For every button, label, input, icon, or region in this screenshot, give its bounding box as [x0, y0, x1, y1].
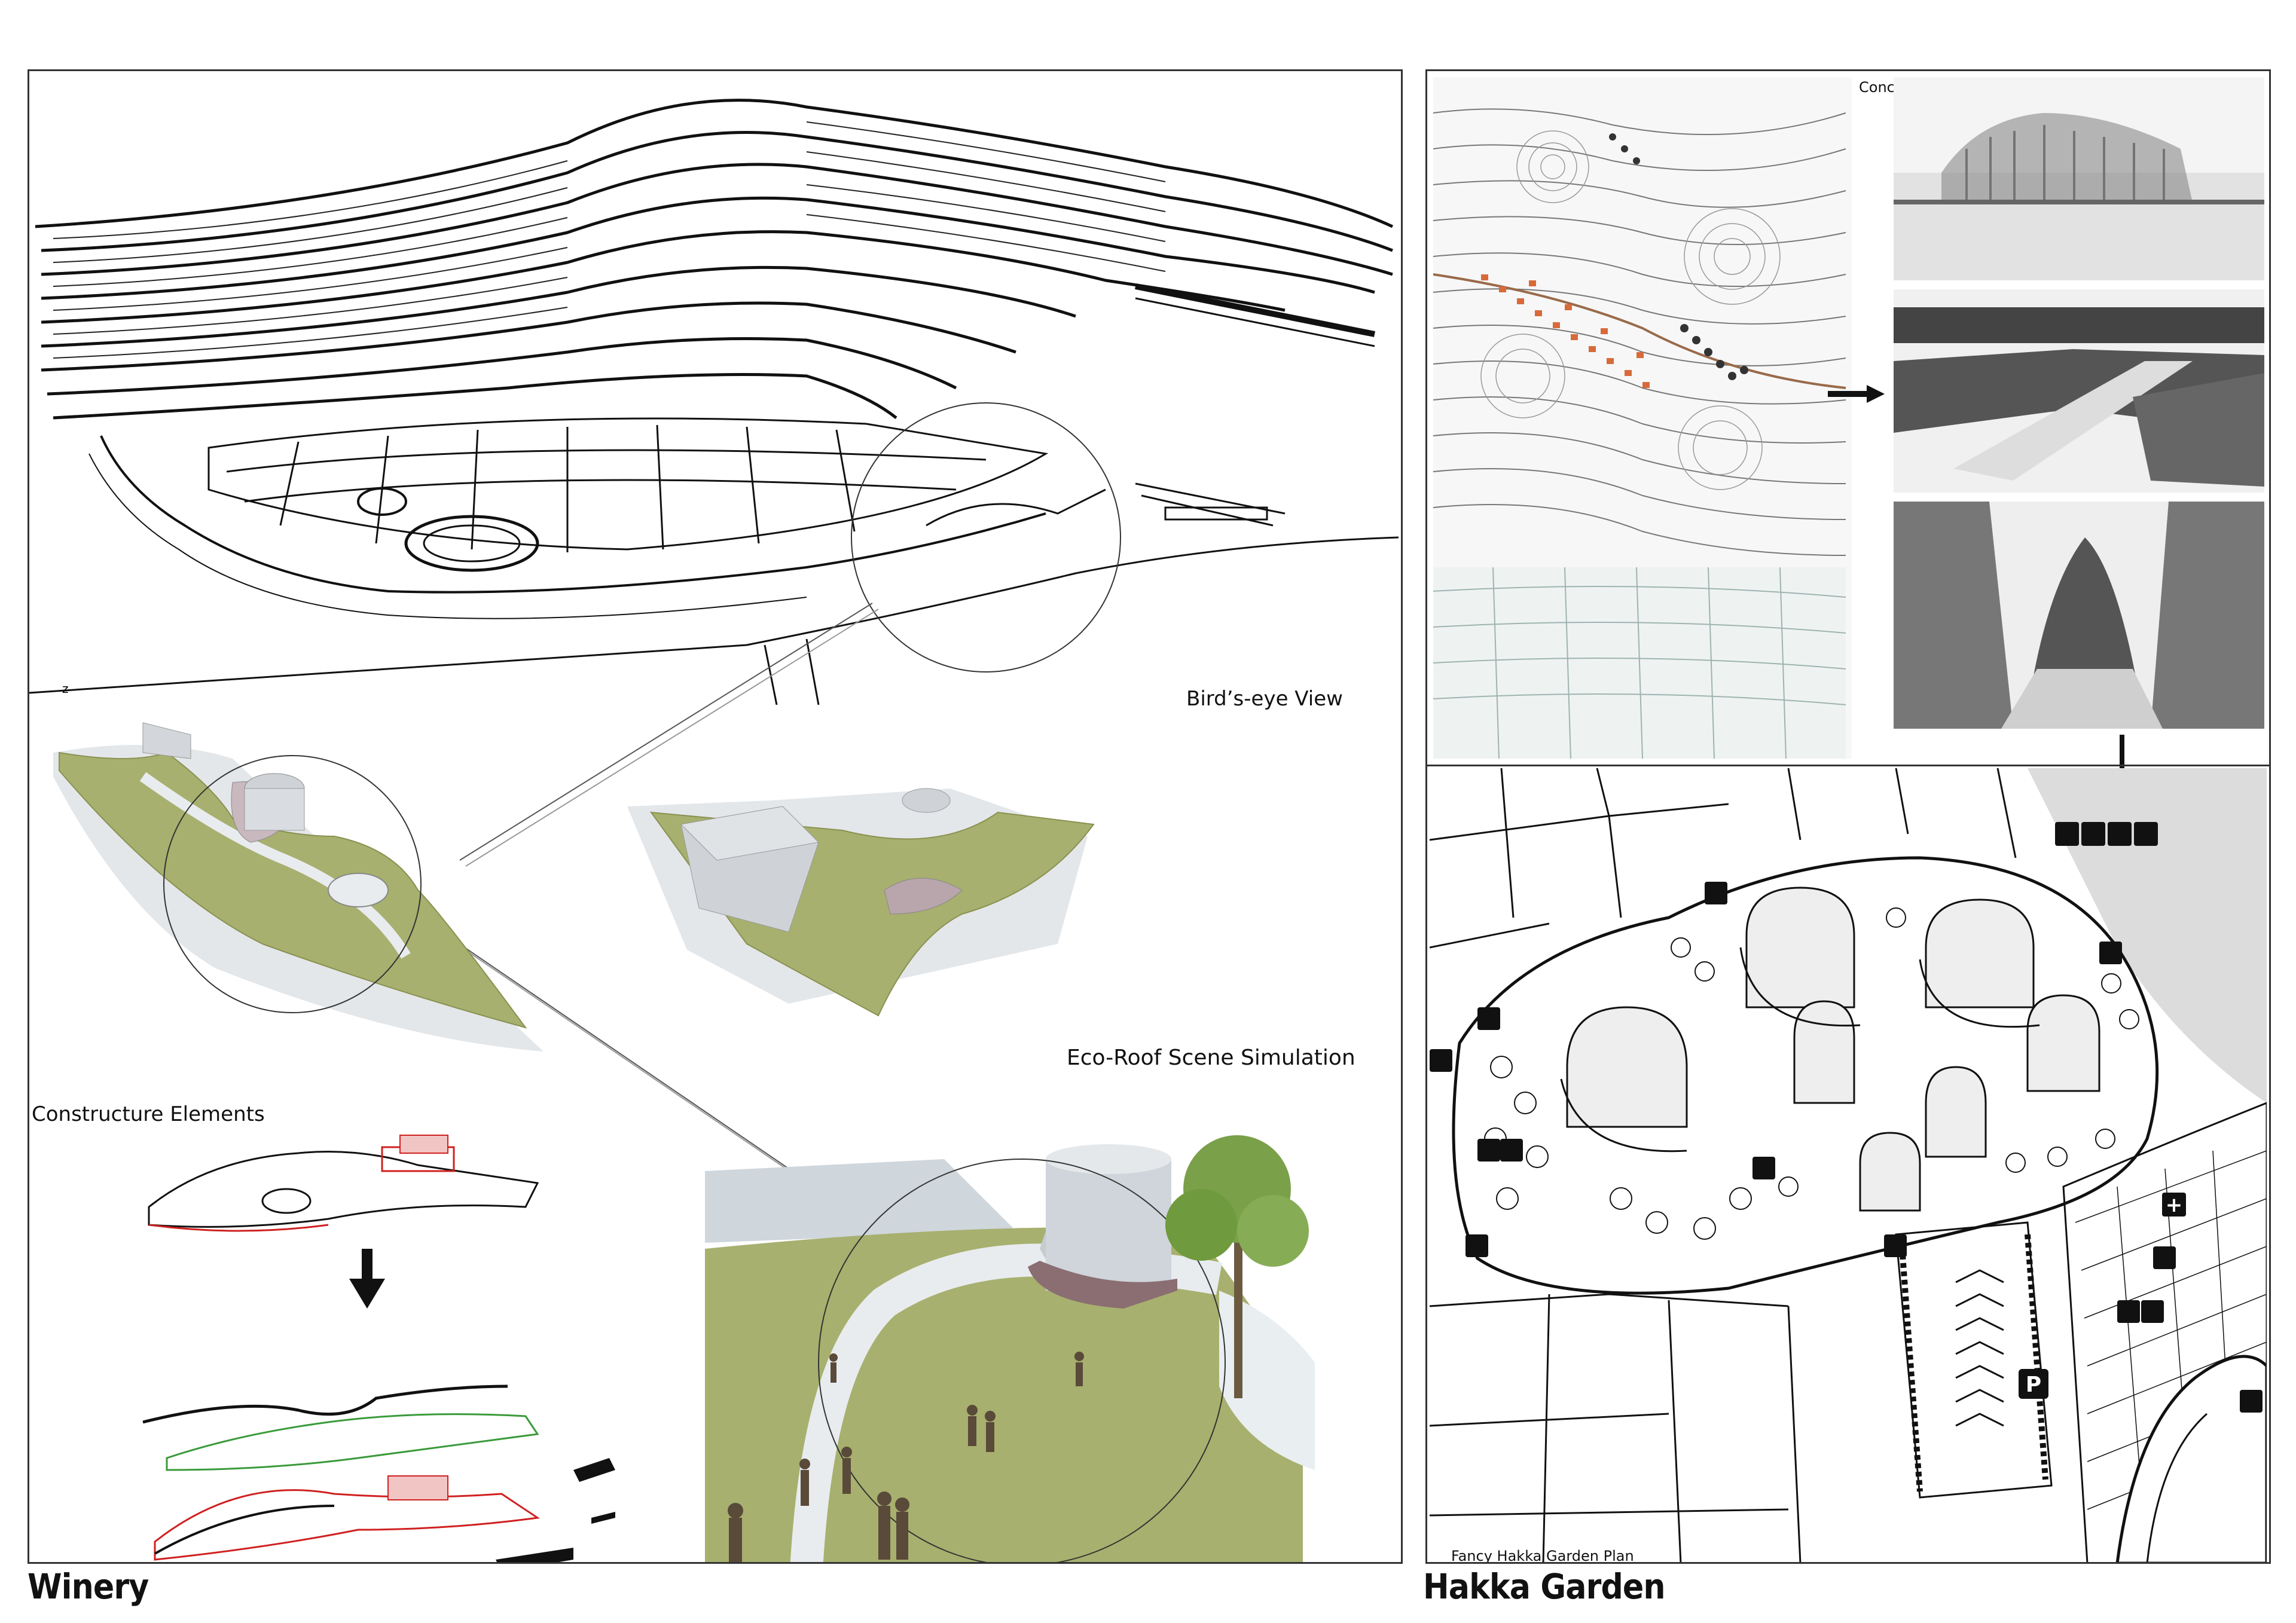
- eco-roof-scene-render: [705, 1135, 1363, 1562]
- eco-roof-model-right: [627, 788, 1095, 1017]
- winery-panel: z Bird’s-eye View Eco-Roof Scene Simulat…: [28, 69, 1403, 1564]
- eco-roof-model-left: [53, 722, 544, 1052]
- birdseye-terrain-drawing: z: [29, 99, 1399, 705]
- first-aid-icon: [2162, 1193, 2186, 1217]
- zoom-circle-scene: [818, 1159, 1226, 1562]
- zoom-connector-lines: [441, 603, 879, 1196]
- concept-photo-1: [1894, 77, 2264, 280]
- constructure-elements-diagram: [142, 1135, 615, 1562]
- hakka-divider: [1427, 765, 2269, 766]
- parking-icon: [2019, 1369, 2048, 1399]
- arrow-right-icon: [1828, 385, 1885, 403]
- label-constructure-elements: Constructure Elements: [32, 1102, 265, 1126]
- concept-photo-3: [1894, 502, 2264, 729]
- hakka-section-title: Hakka Garden: [1423, 1566, 1666, 1607]
- first-aid-symbol: +: [2166, 1193, 2183, 1217]
- hakka-panel: Concept of Fancy Hakka Garden: [1425, 69, 2271, 1564]
- label-eco-roof-scene: Eco-Roof Scene Simulation: [1067, 1046, 1355, 1070]
- zoom-circle-middle: [163, 755, 422, 1013]
- hakka-site-map: [1433, 77, 1852, 759]
- compass-label: z: [62, 681, 69, 696]
- facility-icons: [1430, 822, 2263, 1413]
- label-birdseye-view: Bird’s-eye View: [1186, 687, 1343, 711]
- zoom-circle-top: [851, 402, 1121, 673]
- hakka-garden-plan: P +: [1430, 768, 2267, 1562]
- parking-symbol: P: [2026, 1373, 2041, 1397]
- winery-section-title: Winery: [28, 1566, 149, 1607]
- label-garden-plan: Fancy Hakka Garden Plan: [1451, 1548, 1634, 1564]
- concept-photo-2: [1894, 289, 2264, 493]
